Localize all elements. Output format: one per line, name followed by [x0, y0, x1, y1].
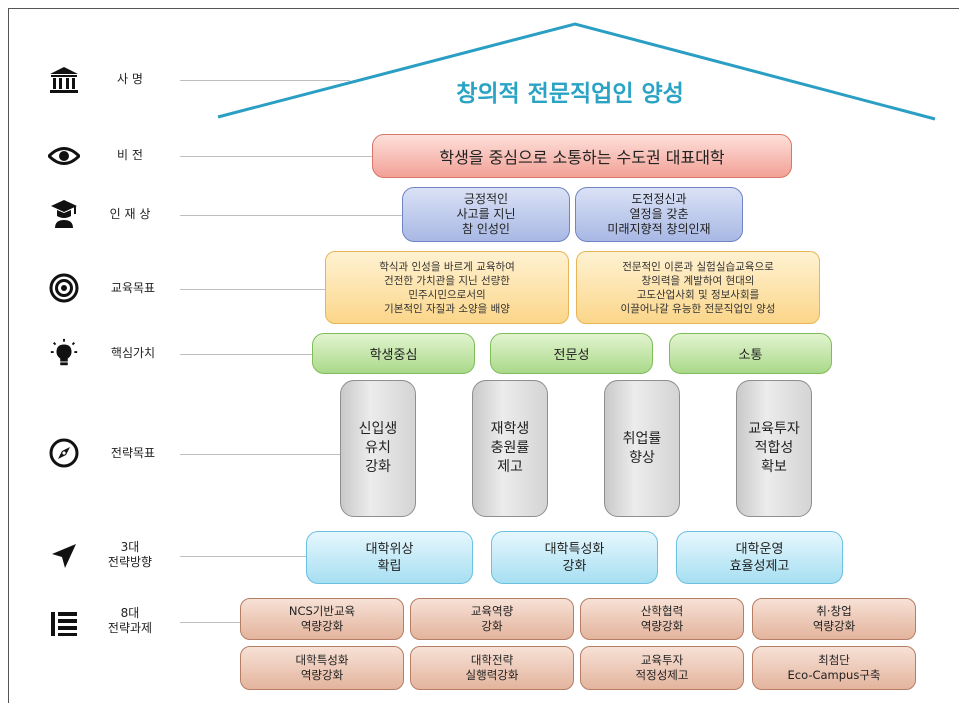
strategic-goal-pillar-4: 교육투자 적합성 확보: [736, 380, 812, 517]
task-box-8: 최첨단 Eco-Campus구축: [752, 646, 916, 690]
vision-box: 학생을 중심으로 소통하는 수도권 대표대학: [372, 134, 792, 178]
direction-box-2: 대학특성화 강화: [491, 531, 658, 584]
lightbulb-icon: [48, 337, 80, 369]
task-box-4: 취·창업 역량강화: [752, 598, 916, 640]
directions-label-title: 전략방향: [107, 555, 153, 569]
frame-top-line: [8, 8, 959, 9]
tasks-leader-line: [180, 622, 240, 623]
institution-icon: [48, 64, 80, 96]
core-value-box-1: 학생중심: [312, 333, 475, 374]
vision-leader-line: [180, 156, 372, 157]
frame-left-line: [8, 8, 9, 703]
direction-box-3: 대학운영 효율성제고: [676, 531, 843, 584]
tasks-label-count: 8대: [120, 606, 140, 620]
core-values-label: 핵심가치: [110, 346, 156, 360]
task-box-1: NCS기반교육 역량강화: [240, 598, 404, 640]
strategic-goal-pillar-1: 신입생 유치 강화: [340, 380, 416, 517]
eye-icon: [48, 140, 80, 172]
list-icon: [48, 608, 80, 640]
edu-goal-label: 교육목표: [110, 281, 156, 295]
core-values-leader-line: [180, 354, 312, 355]
task-box-3: 산학협력 역량강화: [580, 598, 744, 640]
graduate-icon: [48, 198, 80, 230]
strategic-goals-label: 전략목표: [110, 446, 156, 460]
edu-goal-box-1: 학식과 인성을 바르게 교육하여 건전한 가치관을 지닌 선량한 민주시민으로서…: [325, 251, 569, 324]
strategic-goal-pillar-2: 재학생 충원률 제고: [472, 380, 548, 517]
compass-icon: [48, 437, 80, 469]
core-value-box-3: 소통: [669, 333, 832, 374]
target-icon: [48, 272, 80, 304]
talent-label: 인 재 상: [109, 207, 151, 221]
core-value-box-2: 전문성: [490, 333, 653, 374]
vision-label: 비 전: [117, 148, 143, 162]
tasks-label-title: 전략과제: [107, 621, 153, 635]
tasks-label: 8대 전략과제: [100, 606, 160, 636]
directions-label-count: 3대: [120, 540, 140, 554]
edu-goal-leader-line: [180, 289, 325, 290]
mission-label: 사 명: [117, 72, 143, 86]
directions-label: 3대 전략방향: [100, 540, 160, 570]
talent-leader-line: [180, 215, 402, 216]
direction-box-1: 대학위상 확립: [306, 531, 473, 584]
talent-box-1: 긍정적인 사고를 지닌 참 인성인: [402, 187, 570, 242]
strategic-goal-pillar-3: 취업률 향상: [604, 380, 680, 517]
task-box-5: 대학특성화 역량강화: [240, 646, 404, 690]
mission-text: 창의적 전문직업인 양성: [456, 81, 684, 107]
roof-shape: [217, 22, 936, 121]
strategic-goals-leader-line: [180, 454, 340, 455]
task-box-7: 교육투자 적정성제고: [580, 646, 744, 690]
task-box-2: 교육역량 강화: [410, 598, 574, 640]
directions-leader-line: [180, 556, 306, 557]
mission-leader-line: [180, 80, 350, 81]
talent-box-2: 도전정신과 열정을 갖춘 미래지향적 창의인재: [575, 187, 743, 242]
edu-goal-box-2: 전문적인 이론과 실험실습교육으로 창의력을 계발하여 현대의 고도산업사회 및…: [576, 251, 820, 324]
task-box-6: 대학전략 실행력강화: [410, 646, 574, 690]
navigation-arrow-icon: [48, 540, 80, 572]
